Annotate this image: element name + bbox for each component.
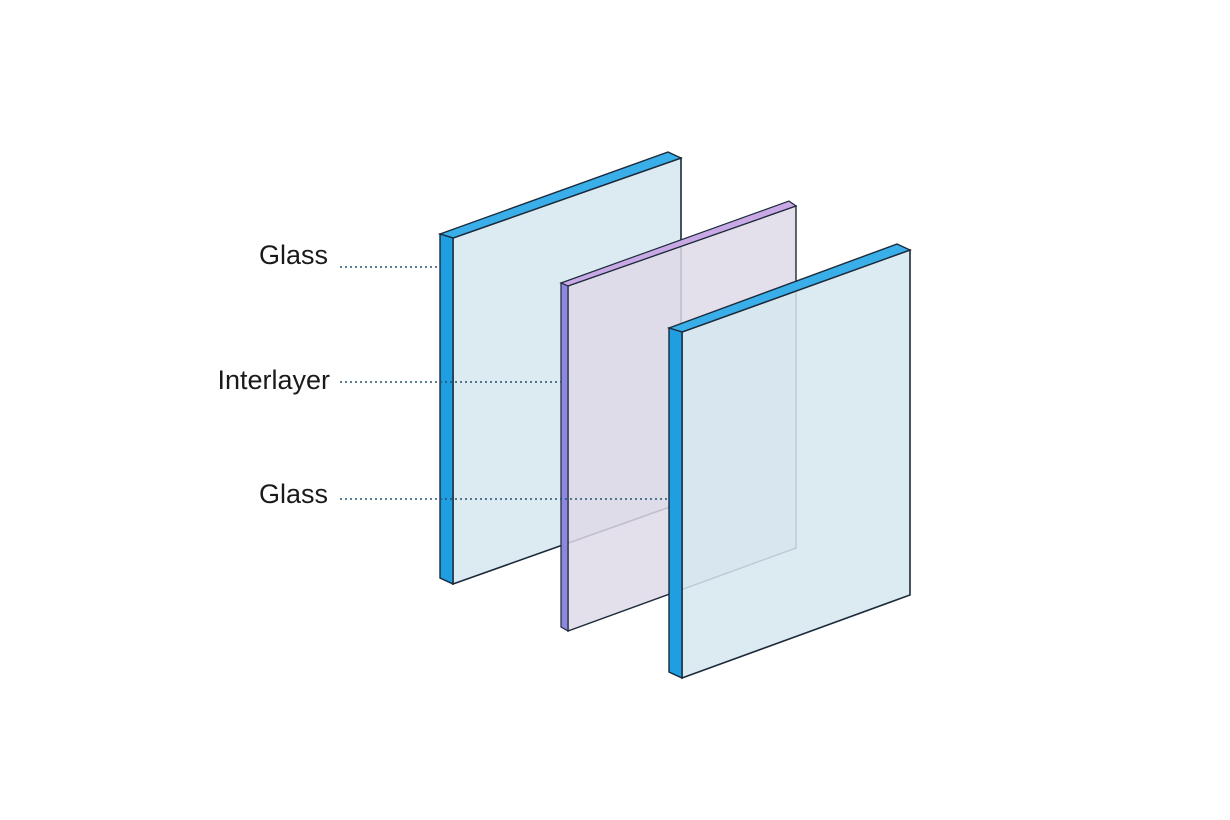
label-interlayer: Interlayer [217,365,330,395]
label-glass-back: Glass [259,479,328,509]
interlayer-side-edge [560,282,569,633]
glass-pane-front-side-edge [668,327,683,680]
glass-pane-back-side-edge [439,233,454,586]
glass-pane-front [666,243,912,680]
label-glass-front: Glass [259,240,328,270]
